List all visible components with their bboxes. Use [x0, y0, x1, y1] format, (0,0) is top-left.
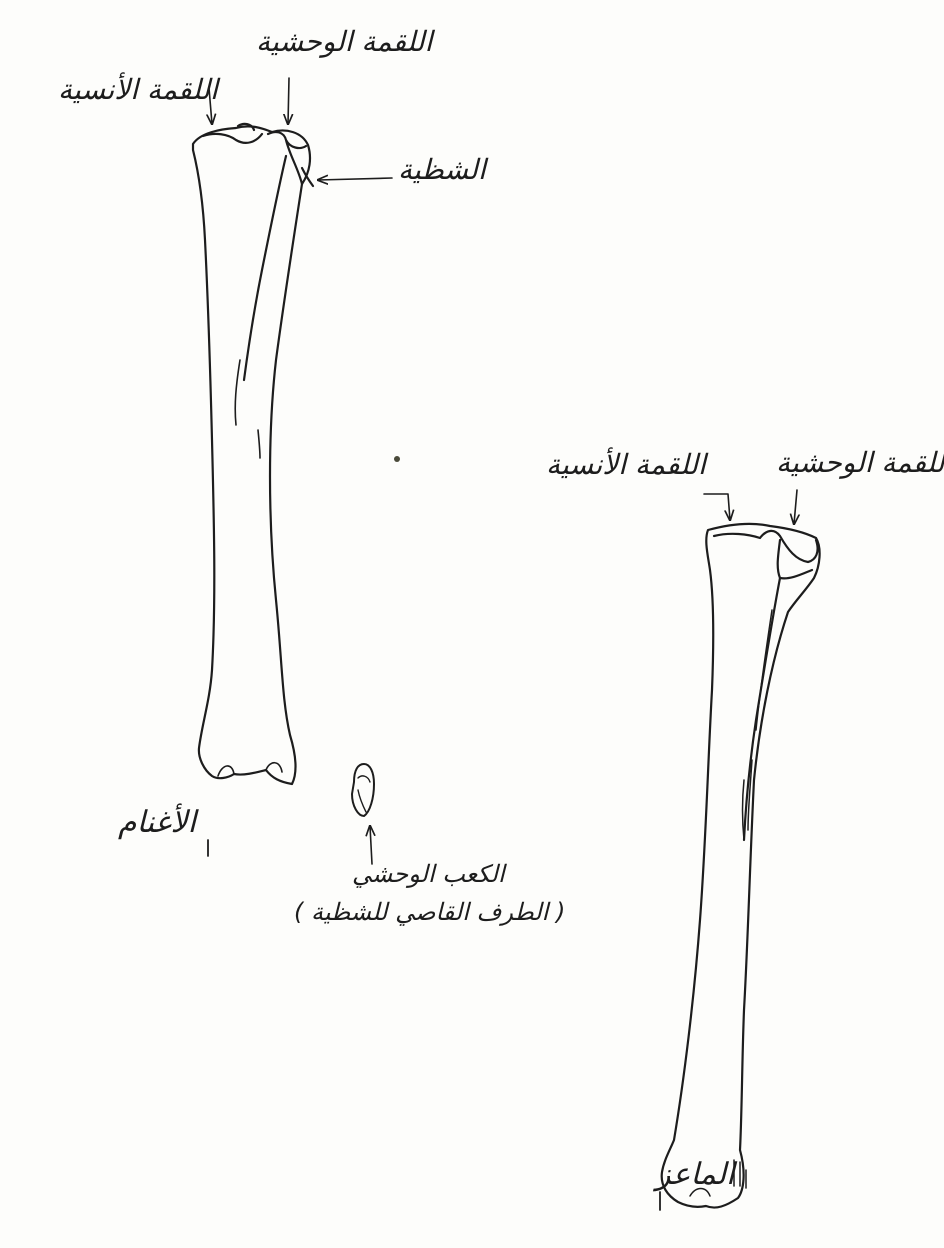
- label-sheep-medial-condyle: اللقمة الأنسية: [58, 76, 218, 104]
- tibia-goat: [662, 524, 820, 1208]
- tibia-sheep-outline: [193, 126, 310, 784]
- label-sheep-lateral-condyle: اللقمة الوحشية: [256, 28, 432, 56]
- caption-sheep: الأغنام: [118, 808, 196, 838]
- label-distal-fibula: ( الطرف القاصي للشظية ): [294, 900, 565, 924]
- arrow-a-lateral: [288, 78, 289, 124]
- caption-ticks: [208, 840, 660, 1210]
- arrow-b-lateral: [794, 490, 797, 524]
- label-lateral-malleolus: الكعب الوحشي: [352, 862, 505, 886]
- tibia-sheep: [193, 124, 313, 784]
- tibia-sheep-shaft-line: [235, 360, 260, 458]
- arrow-b-medial: [704, 494, 730, 520]
- tibia-sheep-crest: [244, 156, 286, 380]
- caption-goat: الماعز: [656, 1160, 734, 1190]
- arrow-a-fibula: [318, 178, 392, 180]
- tibia-goat-condyle-detail: [714, 531, 818, 578]
- lateral-malleolus-fragment: [352, 764, 374, 816]
- label-sheep-fibula: الشظية: [398, 156, 486, 184]
- tibia-goat-outline: [662, 524, 820, 1208]
- ink-dot: [394, 456, 400, 462]
- tibia-sheep-condyle-detail: [203, 124, 306, 184]
- label-goat-medial-condyle: اللقمة الأنسية: [546, 451, 706, 479]
- label-goat-lateral-condyle: اللقمة الوحشية: [776, 449, 944, 477]
- leader-arrows-b: [704, 490, 797, 524]
- leader-arrow-fragment: [370, 826, 372, 864]
